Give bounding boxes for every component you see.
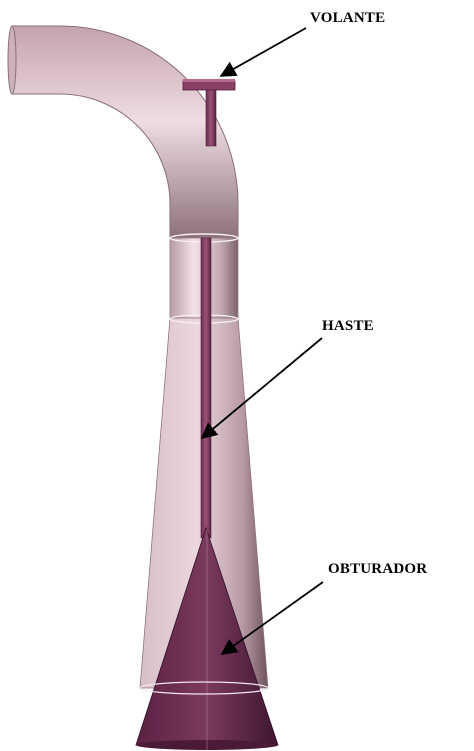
- stem-upper: [206, 88, 216, 146]
- pipe-bend: [12, 26, 238, 238]
- pipe-end-cap: [8, 26, 16, 94]
- stem: [201, 238, 211, 538]
- label-volante: VOLANTE: [310, 10, 385, 27]
- label-haste: HASTE: [322, 318, 374, 335]
- arrow-volante: [221, 28, 306, 76]
- label-obturador: OBTURADOR: [328, 561, 427, 578]
- handwheel: [183, 81, 235, 90]
- handwheel-top: [183, 79, 235, 82]
